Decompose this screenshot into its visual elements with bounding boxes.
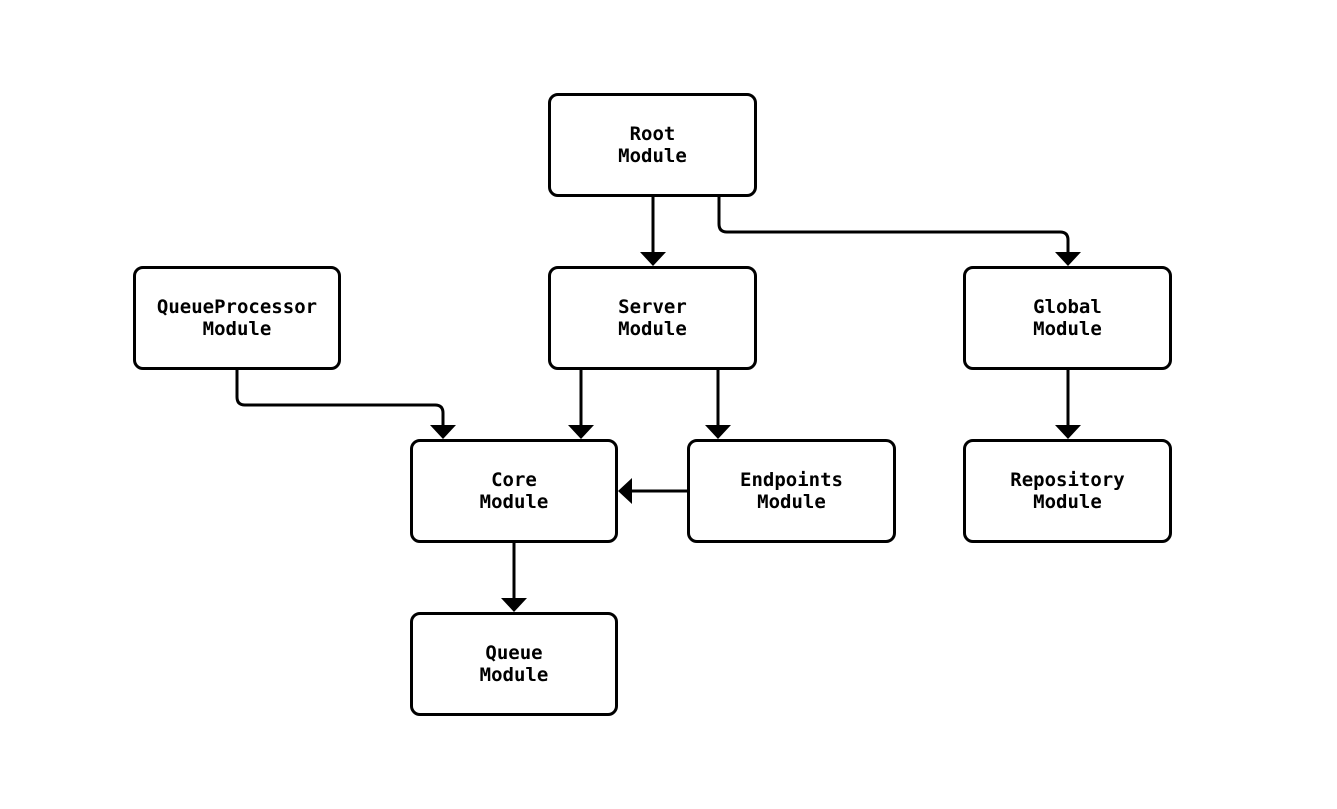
node-label-line1: Endpoints bbox=[740, 469, 843, 491]
node-label-line2: Module bbox=[618, 318, 687, 340]
node-label-line1: Global bbox=[1033, 296, 1102, 318]
node-label-line2: Module bbox=[757, 491, 826, 513]
node-label-line1: Core bbox=[491, 469, 537, 491]
node-label-line1: Server bbox=[618, 296, 687, 318]
node-label-line2: Module bbox=[618, 145, 687, 167]
node-label-line2: Module bbox=[1033, 491, 1102, 513]
node-label-line1: Root bbox=[629, 123, 676, 145]
node-label-line2: Module bbox=[479, 664, 549, 686]
edge-root-to-global bbox=[717, 197, 1081, 266]
node-label-line1: QueueProcessor bbox=[156, 296, 318, 318]
node-label-line2: Module bbox=[202, 318, 272, 340]
node-label-line2: Module bbox=[479, 491, 549, 513]
node-label-line1: Repository bbox=[1010, 469, 1125, 491]
node-label-line1: Queue bbox=[485, 642, 543, 664]
edge-queueprocessor-to-core bbox=[235, 370, 456, 439]
node-label-line2: Module bbox=[1033, 318, 1102, 340]
